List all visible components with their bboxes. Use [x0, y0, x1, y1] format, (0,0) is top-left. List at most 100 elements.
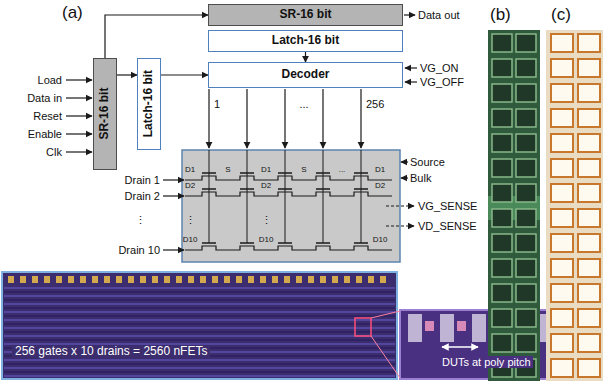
photo-pad — [188, 276, 194, 283]
photo-pad — [272, 276, 278, 283]
photo-pad — [32, 276, 38, 283]
pad-square — [492, 34, 512, 52]
bias-arrow — [405, 67, 417, 68]
pad-square — [551, 34, 573, 52]
pad-square — [578, 59, 600, 77]
pitch-arrow — [442, 346, 478, 348]
sense-arrow — [386, 205, 414, 206]
photo-stripe — [4, 311, 395, 313]
transistor-gate — [354, 172, 368, 174]
pad-square — [551, 234, 573, 252]
photo-pad — [104, 276, 110, 283]
signal-name: Enable — [28, 128, 62, 140]
layout-strip-c — [546, 30, 603, 381]
photo-pad — [56, 276, 62, 283]
input-arrows — [66, 15, 417, 250]
pad-square — [516, 184, 536, 202]
transistor-gate — [202, 172, 216, 174]
photo-pad — [380, 276, 386, 283]
signal-arrow — [161, 74, 208, 75]
terminal-name: S — [301, 166, 306, 175]
zoom-marker — [355, 318, 371, 336]
pad-square — [492, 234, 512, 252]
pad-square — [492, 134, 512, 152]
transistor-gate — [354, 188, 368, 190]
pad-square — [578, 284, 600, 302]
photo-stripe — [4, 315, 395, 317]
box-label: SR-16 bit — [98, 88, 111, 140]
transistor-gate — [240, 172, 254, 174]
photo-pad — [140, 276, 146, 283]
transistor-gate — [316, 188, 330, 190]
transistor-gate — [278, 172, 292, 174]
pad-square — [578, 134, 600, 152]
ellipsis: ⋮ — [261, 214, 272, 226]
drain-wire — [185, 246, 392, 250]
photo-pad — [176, 276, 182, 283]
zoom-leader — [371, 336, 400, 378]
transistor-gate — [240, 242, 254, 244]
pad-square — [551, 84, 573, 102]
photo-pad — [344, 276, 350, 283]
gate-index: ... — [299, 98, 308, 110]
gate-select-arrow — [284, 89, 285, 148]
bias-arrow — [405, 81, 417, 82]
bulk-arrow — [401, 177, 408, 178]
signal-name: VG_ON — [420, 62, 459, 74]
transistor-gate — [202, 188, 216, 190]
drain-arrow — [163, 195, 184, 196]
photo-stripe — [4, 375, 395, 377]
zoom-photo — [400, 310, 601, 379]
gate-line — [209, 150, 210, 243]
photo-pad — [200, 276, 206, 283]
pad-squares — [492, 34, 600, 377]
transistor-gate — [240, 188, 254, 190]
signal-name: Clk — [46, 146, 62, 158]
pad-square — [578, 84, 600, 102]
photo-pad — [164, 276, 170, 283]
signal-name: Drain 2 — [125, 190, 160, 202]
photo-pad — [284, 276, 290, 283]
pad-square — [492, 259, 512, 277]
pad-square — [578, 184, 600, 202]
photo-stripe — [4, 299, 395, 301]
zoom-leader — [371, 311, 400, 318]
signal-name: Drain 1 — [125, 174, 160, 186]
input-arrow — [66, 79, 92, 80]
photo-pad — [308, 276, 314, 283]
photo-pad — [44, 276, 50, 283]
ellipsis: ⋮ — [185, 214, 196, 226]
photo-pad — [152, 276, 158, 283]
array-photo-detail — [4, 276, 395, 376]
terminal-name: S — [225, 166, 230, 175]
photo-stripe — [4, 291, 395, 293]
terminal-name: D1 — [261, 166, 271, 175]
photo-pad — [20, 276, 26, 283]
photo-stripe — [4, 335, 395, 337]
photo-stripe — [4, 331, 395, 333]
photo-pad — [8, 276, 14, 283]
photo-pad — [248, 276, 254, 283]
pad-square — [551, 184, 573, 202]
signal-name: VG_OFF — [420, 76, 464, 88]
gate-index: 256 — [366, 98, 384, 110]
poly-gate — [472, 314, 486, 342]
gate-select-arrow — [208, 89, 209, 148]
pad-square — [578, 259, 600, 277]
signal-name: Data out — [418, 9, 460, 21]
photo-pad — [296, 276, 302, 283]
gate-line — [247, 150, 248, 243]
panel-letter: (a) — [62, 4, 83, 23]
pad-square — [578, 209, 600, 227]
pad-square — [516, 134, 536, 152]
photo-pad — [80, 276, 86, 283]
latch-box: Latch-16 bit — [137, 58, 161, 150]
box-label: Latch-16 bit — [272, 34, 339, 47]
pad-square — [516, 259, 536, 277]
drain-arrow — [163, 249, 184, 250]
terminal-name: D1 — [375, 166, 385, 175]
panel-letter: (b) — [490, 6, 511, 25]
poly-gate — [408, 314, 422, 342]
